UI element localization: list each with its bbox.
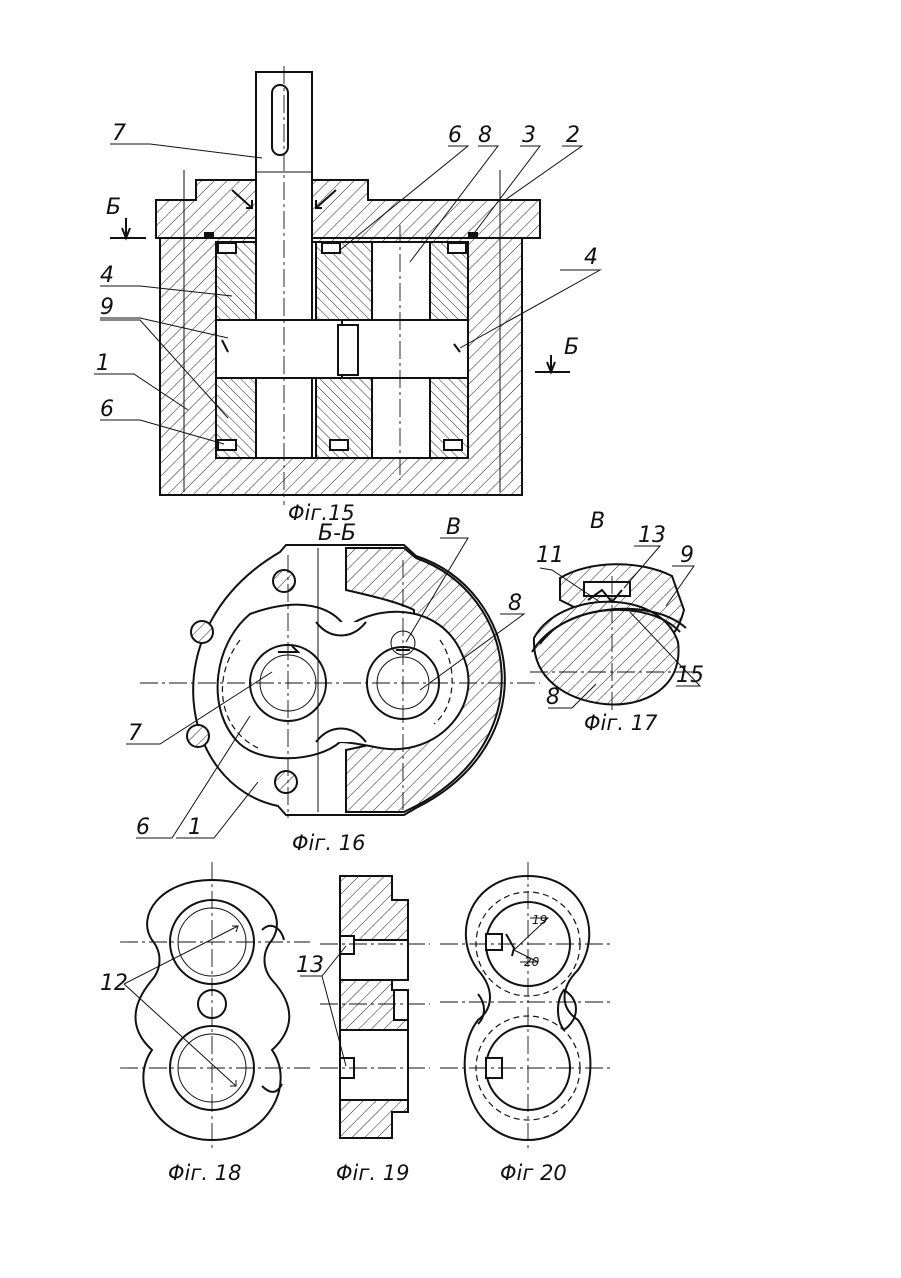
seal-top-left	[218, 243, 236, 253]
side-top-19	[340, 876, 408, 940]
fig16-label-1: 1	[188, 815, 202, 840]
fig16-section-title: Б-Б	[318, 521, 356, 546]
fig15-label-3: 3	[522, 123, 536, 148]
fig16-caption: Φiг. 16	[292, 831, 365, 855]
fig15-label-6-bottom: 6	[100, 397, 114, 422]
seal-bottom-mid	[330, 440, 348, 450]
fig15-label-4-right: 4	[584, 245, 598, 270]
seal-bottom-right	[444, 440, 462, 450]
fig18-caption: Φiг. 18	[168, 1161, 241, 1185]
seal-top-right	[448, 243, 466, 253]
fig20-label-20: 20	[524, 955, 540, 969]
fig16-label-6: 6	[136, 815, 150, 840]
seal-slot-20a	[486, 934, 502, 950]
fig18-label-12: 12	[100, 971, 128, 996]
fig16-label-8: 8	[508, 591, 522, 616]
seal-bottom-left	[218, 440, 236, 450]
fig17-label-8: 8	[546, 685, 560, 710]
fig15-label-6: 6	[448, 123, 462, 148]
pump-cover	[156, 180, 540, 238]
fig19-bushing-side	[300, 876, 430, 1138]
detail-seal	[584, 582, 630, 596]
fig15-label-4-left: 4	[100, 263, 114, 288]
fig20-label-19: 19	[532, 913, 547, 927]
fig15-label-1: 1	[96, 351, 110, 376]
fig20-bushing-plate	[440, 862, 612, 1150]
fig15-label-7: 7	[112, 121, 126, 146]
o-ring-left	[204, 232, 214, 238]
fig15-label-8: 8	[478, 123, 492, 148]
fig15-section-mark-right: Б	[564, 335, 579, 360]
gear-drive	[216, 320, 342, 378]
side-bottom-19	[340, 1100, 408, 1138]
bolt-hole-2	[191, 621, 213, 643]
fig16-detail-mark: В	[446, 515, 461, 540]
fig15-label-9: 9	[100, 295, 114, 320]
fig16-section-bb	[126, 538, 540, 838]
fig19-label-13: 13	[296, 953, 324, 978]
seal-groove-19b	[394, 990, 408, 1020]
seal-top-mid	[322, 243, 340, 253]
fig17-detail-title: В	[590, 509, 605, 534]
fig19-caption: Φiг. 19	[336, 1161, 409, 1185]
fig17-label-15: 15	[676, 663, 704, 688]
fig17-label-11: 11	[536, 543, 564, 568]
shaft-keyway	[272, 85, 288, 155]
fig15-label-2: 2	[566, 123, 580, 148]
fig20-caption: Φiг 20	[500, 1161, 567, 1185]
fig17-label-13: 13	[638, 523, 666, 548]
fig17-caption: Φiг. 17	[584, 711, 658, 735]
fig15-section-mark-left: Б	[106, 195, 121, 220]
gear-mesh	[338, 325, 358, 375]
bolt-hole-4	[275, 771, 297, 793]
fig16-label-7: 7	[128, 721, 142, 746]
gear-driven	[342, 320, 468, 378]
fig18-bushing-plate	[120, 862, 310, 1150]
bolt-hole-3	[187, 725, 209, 747]
fig17-label-9: 9	[680, 543, 694, 568]
bolt-hole-1	[273, 570, 295, 592]
